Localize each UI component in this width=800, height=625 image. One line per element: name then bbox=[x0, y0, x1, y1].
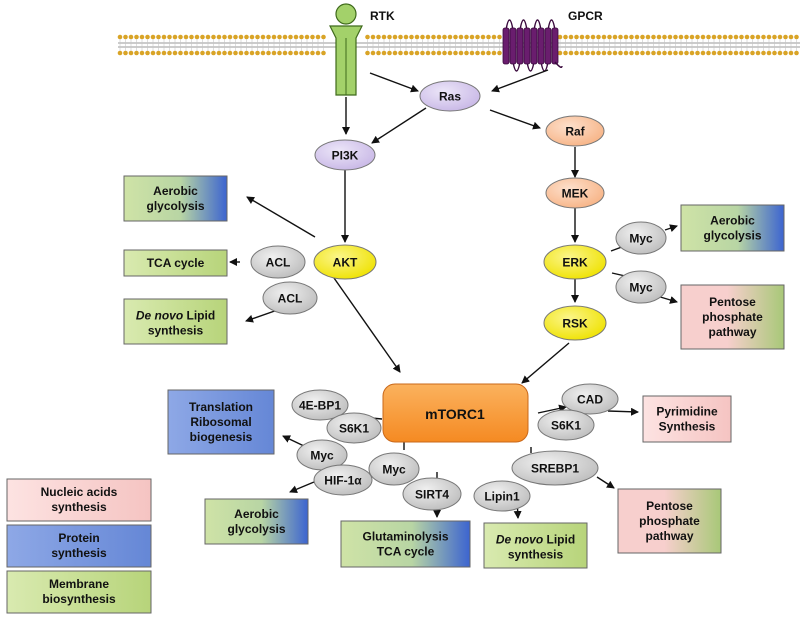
box-line: phosphate bbox=[702, 310, 763, 324]
rtk-receptor bbox=[329, 3, 363, 96]
mtorc1-label: mTORC1 bbox=[425, 406, 485, 422]
box-akt-tca: TCA cycle bbox=[123, 249, 228, 277]
node-acl-2: ACL bbox=[262, 281, 318, 315]
node-lipin1: Lipin1 bbox=[473, 480, 531, 512]
node-label: Myc bbox=[310, 449, 334, 463]
gpcr-label: GPCR bbox=[568, 9, 603, 23]
node-label: S6K1 bbox=[551, 419, 581, 433]
node-sirt4: SIRT4 bbox=[402, 477, 462, 511]
node-label: AKT bbox=[333, 256, 358, 270]
box-line: Pyrimidine bbox=[656, 405, 718, 419]
cell-membrane bbox=[117, 34, 800, 56]
node-label: HIF-1α bbox=[324, 474, 362, 488]
box-line: Glutaminolysis bbox=[362, 530, 448, 544]
box-line: Ribosomal bbox=[190, 415, 251, 429]
box-line: phosphate bbox=[639, 514, 700, 528]
node-erk: ERK bbox=[543, 244, 607, 280]
node-pi3k: PI3K bbox=[314, 139, 376, 171]
box-line: TCA cycle bbox=[147, 256, 205, 270]
legend-label: synthesis bbox=[51, 546, 107, 560]
node-label: Myc bbox=[382, 463, 406, 477]
rtk-label: RTK bbox=[370, 9, 395, 23]
node-rsk: RSK bbox=[543, 305, 607, 341]
node-s6k1-left: S6K1 bbox=[326, 412, 382, 444]
box-line: glycolysis bbox=[146, 199, 204, 213]
box-line: Aerobic bbox=[234, 507, 279, 521]
box-line: pathway bbox=[708, 325, 756, 339]
node-label: SIRT4 bbox=[415, 488, 449, 502]
box-line: synthesis bbox=[508, 548, 564, 562]
node-label: SREBP1 bbox=[531, 462, 579, 476]
box-line: Translation bbox=[189, 400, 253, 414]
node-label: RSK bbox=[562, 317, 588, 331]
box-line: TCA cycle bbox=[377, 545, 435, 559]
node-label: Lipin1 bbox=[484, 490, 520, 504]
node-mek: MEK bbox=[545, 177, 605, 209]
box-line: De novo Lipid bbox=[496, 533, 575, 547]
node-label: Myc bbox=[629, 232, 653, 246]
box-line: glycolysis bbox=[227, 522, 285, 536]
legend-label: Protein bbox=[58, 531, 99, 545]
box-line: biogenesis bbox=[190, 430, 253, 444]
node-label: PI3K bbox=[332, 149, 359, 163]
box-line: Synthesis bbox=[659, 420, 716, 434]
node-label: MEK bbox=[562, 187, 589, 201]
box-line: De novo Lipid bbox=[136, 309, 215, 323]
node-myc-erk-2: Myc bbox=[615, 270, 667, 304]
node-ras: Ras bbox=[419, 80, 481, 112]
node-myc-mid: Myc bbox=[368, 452, 420, 486]
box-line: Pentose bbox=[646, 499, 693, 513]
box-line: Pentose bbox=[709, 295, 756, 309]
legend-label: Nucleic acids bbox=[41, 485, 118, 499]
box-line: glycolysis bbox=[703, 229, 761, 243]
node-label: ERK bbox=[562, 256, 588, 270]
node-s6k1-right: S6K1 bbox=[537, 409, 595, 441]
node-label: CAD bbox=[577, 393, 603, 407]
box-line: synthesis bbox=[148, 324, 204, 338]
box-line: pathway bbox=[645, 529, 693, 543]
node-cad: CAD bbox=[561, 383, 619, 415]
legend-label: Membrane bbox=[49, 577, 109, 591]
node-akt: AKT bbox=[313, 244, 377, 280]
node-myc-erk-1: Myc bbox=[615, 221, 667, 255]
mtorc1-complex: mTORC1 bbox=[382, 383, 529, 443]
legend-label: synthesis bbox=[51, 500, 107, 514]
box-line: Aerobic bbox=[153, 184, 198, 198]
node-label: 4E-BP1 bbox=[299, 399, 341, 413]
legend-label: biosynthesis bbox=[42, 592, 116, 606]
node-acl-1: ACL bbox=[250, 245, 306, 279]
node-label: ACL bbox=[266, 256, 291, 270]
node-raf: Raf bbox=[545, 115, 605, 147]
node-label: S6K1 bbox=[339, 422, 369, 436]
node-srebp1: SREBP1 bbox=[511, 450, 599, 486]
node-label: Ras bbox=[439, 90, 461, 104]
gpcr-receptor bbox=[502, 19, 563, 72]
legend: Nucleic acidssynthesisProteinsynthesisMe… bbox=[6, 478, 152, 614]
box-line: Aerobic bbox=[710, 214, 755, 228]
node-label: Raf bbox=[565, 125, 585, 139]
node-eif4ebp1: 4E-BP1 bbox=[291, 389, 349, 421]
node-label: ACL bbox=[278, 292, 303, 306]
node-label: Myc bbox=[629, 281, 653, 295]
node-hif1a: HIF-1α bbox=[313, 464, 373, 496]
